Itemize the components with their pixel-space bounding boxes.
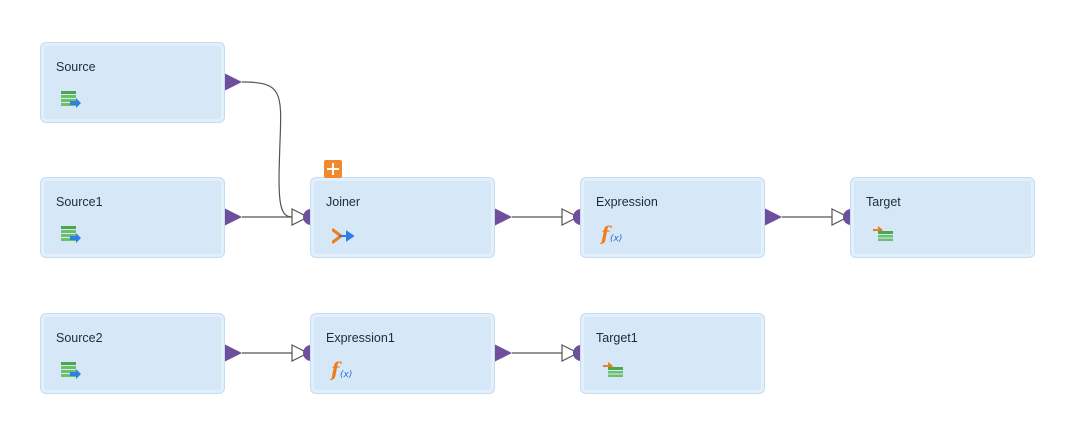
source-table-icon xyxy=(61,91,81,108)
output-port xyxy=(224,73,242,91)
source-table-icon xyxy=(61,226,81,243)
node-title: Source1 xyxy=(56,195,103,209)
svg-text:(x): (x) xyxy=(610,234,622,244)
connection-arrowhead xyxy=(291,344,310,362)
node-target1[interactable]: Target1 xyxy=(581,314,764,393)
node-title: Joiner xyxy=(326,195,361,209)
node-title: Expression xyxy=(596,195,658,209)
node-title: Target xyxy=(866,195,901,209)
connection-arrowhead xyxy=(291,208,310,226)
node-title: Source2 xyxy=(56,331,103,345)
output-port xyxy=(224,344,242,362)
output-port xyxy=(764,208,782,226)
output-port xyxy=(494,208,512,226)
output-port xyxy=(224,208,242,226)
target-table-icon xyxy=(603,362,623,377)
target-table-icon xyxy=(873,226,893,241)
connection-arrowhead xyxy=(831,208,850,226)
node-title: Expression1 xyxy=(326,331,395,345)
connection-line[interactable] xyxy=(241,81,293,218)
node-title: Target1 xyxy=(596,331,638,345)
node-joiner[interactable]: Joiner xyxy=(311,178,494,257)
node-source[interactable]: Source xyxy=(41,43,224,122)
node-title: Source xyxy=(56,60,96,74)
connection-arrowhead xyxy=(561,344,580,362)
svg-text:(x): (x) xyxy=(340,370,352,380)
svg-text:f: f xyxy=(600,223,612,245)
output-port xyxy=(494,344,512,362)
function-icon: f (x) xyxy=(330,359,352,381)
connection-arrowhead xyxy=(561,208,580,226)
function-icon: f (x) xyxy=(600,223,622,245)
add-transformation-plus-icon[interactable] xyxy=(324,160,342,178)
source-table-icon xyxy=(61,362,81,379)
node-source1[interactable]: Source1 xyxy=(41,178,224,257)
svg-text:f: f xyxy=(330,359,342,381)
node-source2[interactable]: Source2 xyxy=(41,314,224,393)
node-target[interactable]: Target xyxy=(851,178,1034,257)
node-expression1[interactable]: Expression1 f (x) xyxy=(311,314,494,393)
node-expression[interactable]: Expression f (x) xyxy=(581,178,764,257)
joiner-icon xyxy=(332,228,354,244)
